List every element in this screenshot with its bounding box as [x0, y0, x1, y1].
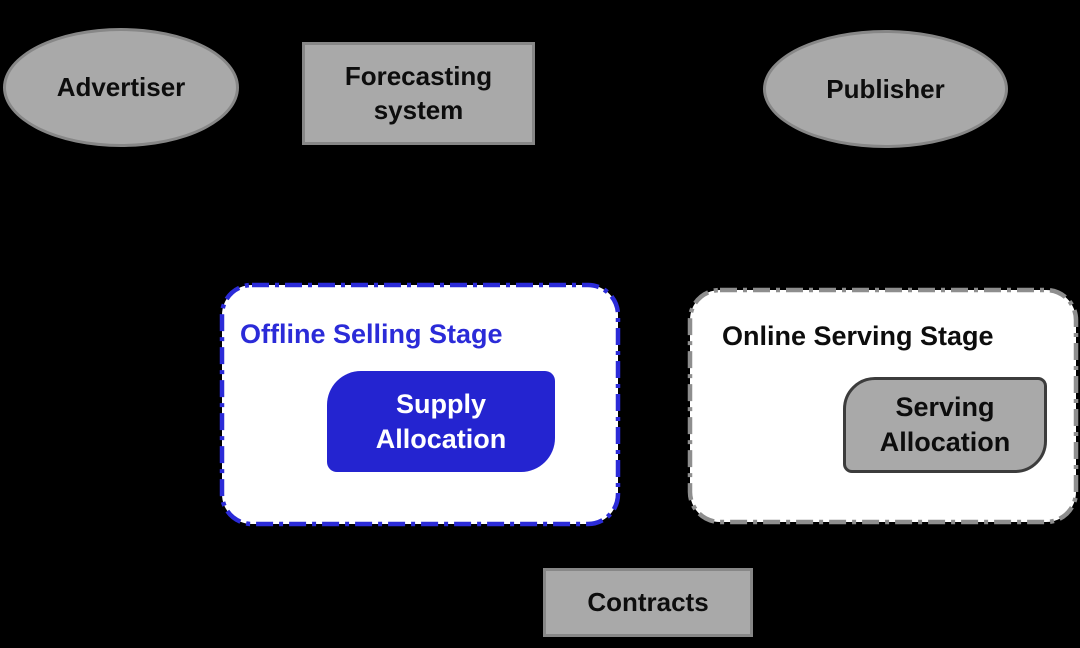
node-forecasting-system: Forecasting system — [302, 42, 535, 145]
forecasting-label-line1: Forecasting — [344, 60, 493, 91]
node-advertiser: Advertiser — [3, 28, 239, 147]
serving-label-line2: Allocation — [879, 427, 1011, 457]
serving-label-line1: Serving — [895, 392, 995, 423]
online-stage-title: Online Serving Stage — [722, 321, 994, 351]
contracts-label: Contracts — [587, 586, 709, 617]
node-publisher: Publisher — [763, 30, 1008, 148]
publisher-label: Publisher — [826, 73, 945, 104]
forecasting-label-line2: system — [373, 94, 464, 125]
node-contracts: Contracts — [543, 568, 753, 637]
supply-label-line1: Supply — [395, 388, 486, 419]
supply-label-line2: Allocation — [375, 423, 507, 454]
node-supply-allocation: Supply Allocation — [327, 371, 555, 472]
offline-stage-title: Offline Selling Stage — [240, 319, 503, 349]
advertiser-label: Advertiser — [56, 72, 186, 102]
node-serving-allocation: Serving Allocation — [843, 377, 1047, 473]
